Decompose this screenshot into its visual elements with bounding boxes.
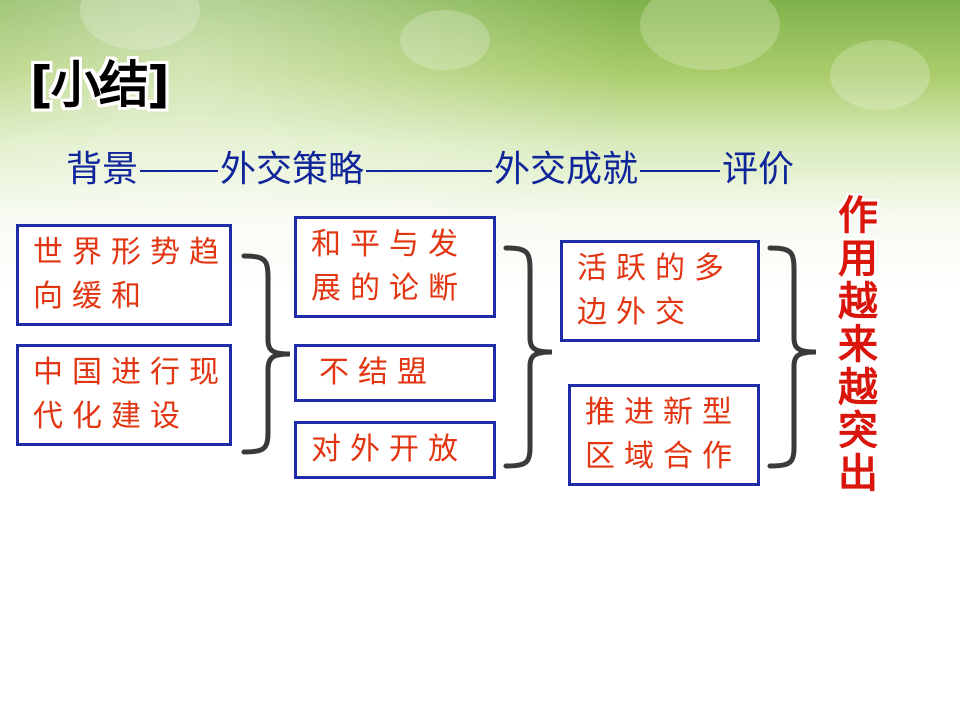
flow-step-background: 背景 [66, 149, 139, 190]
bracket-achievement [767, 245, 817, 469]
bracket-strategy [503, 245, 553, 469]
box-line: 和平与发 [311, 227, 467, 262]
flow-line: 背景 外交策略 外交成就 评价 [66, 145, 906, 195]
flow-step-achievement: 外交成就 [494, 149, 639, 190]
box-line: 展的论断 [311, 271, 467, 306]
box-world-situation: 世界形势趋 向缓和 [16, 224, 232, 326]
box-china-modernization: 中国进行现 代化建设 [16, 344, 232, 446]
flow-step-evaluation: 评价 [722, 149, 795, 190]
box-line: 世界形势趋 [33, 235, 228, 270]
flow-step-strategy: 外交策略 [220, 149, 365, 190]
box-line: 推进新型 [585, 395, 741, 430]
box-line: 对外开放 [311, 432, 467, 467]
box-line: 不结盟 [319, 355, 436, 390]
leaf-decoration [830, 40, 930, 110]
leaf-decoration [640, 0, 780, 70]
flow-dash [640, 170, 721, 172]
box-non-alignment: 不结盟 [294, 344, 496, 402]
flow-dash [366, 170, 493, 172]
evaluation-text: 作 用 越 来 越 突 出 [838, 193, 878, 497]
flow-dash [140, 170, 219, 172]
box-line: 区域合作 [585, 439, 741, 474]
box-line: 代化建设 [33, 399, 189, 434]
leaf-decoration [400, 10, 490, 70]
box-multilateral-diplomacy: 活跃的多 边外交 [560, 240, 760, 342]
bracket-background [241, 253, 291, 455]
box-line: 边外交 [577, 295, 694, 330]
slide-title: [小结] [30, 56, 170, 114]
box-line: 中国进行现 [33, 355, 228, 390]
box-peace-development: 和平与发 展的论断 [294, 216, 496, 318]
box-opening-up: 对外开放 [294, 421, 496, 479]
box-regional-cooperation: 推进新型 区域合作 [568, 384, 760, 486]
box-line: 活跃的多 [577, 251, 733, 286]
box-line: 向缓和 [33, 279, 150, 314]
